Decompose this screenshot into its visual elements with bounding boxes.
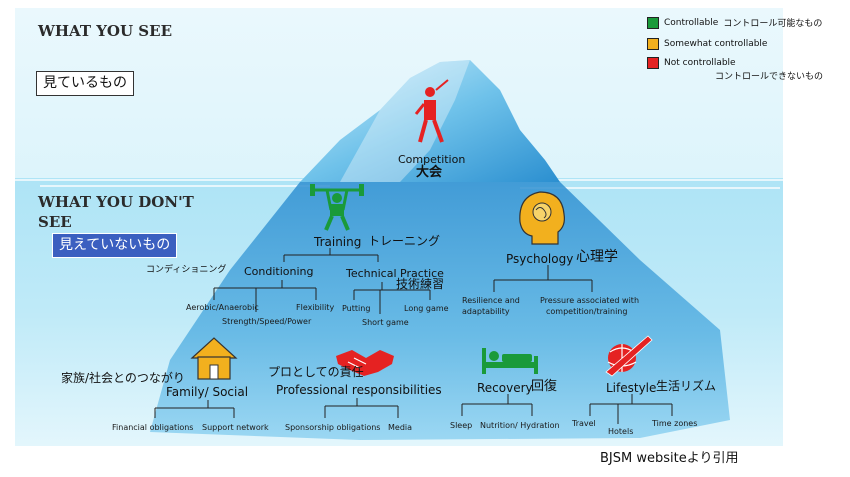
lifestyle-item-time-zones: Time zones bbox=[652, 419, 698, 428]
recovery-label: Recovery bbox=[477, 381, 533, 395]
conditioning-label: Conditioning bbox=[244, 265, 314, 278]
professional-item-sponsorship: Sponsorship obligations bbox=[285, 423, 381, 432]
conditioning-item-strength: Strength/Speed/Power bbox=[222, 317, 312, 326]
psychology-item-adaptability: adaptability bbox=[462, 307, 510, 316]
psychology-item-pressure: Pressure associated with bbox=[540, 296, 640, 305]
psychology-item-competition-training: competition/training bbox=[546, 307, 628, 316]
recovery-jp: 回復 bbox=[531, 379, 558, 394]
legend-somewhat-label: Somewhat controllable bbox=[664, 39, 768, 49]
training-jp: トレーニング bbox=[368, 234, 441, 248]
what-you-see-heading: WHAT YOU SEE bbox=[38, 22, 172, 40]
lifestyle-label: Lifestyle bbox=[606, 381, 657, 395]
recovery-item-nutrition: Nutrition/ Hydration bbox=[480, 421, 560, 430]
technical-label: Technical Practice bbox=[346, 267, 444, 280]
technical-item-putting: Putting bbox=[342, 304, 371, 313]
conditioning-jp: コンディショニング bbox=[146, 265, 227, 275]
golfer-icon bbox=[414, 79, 449, 143]
handshake-icon bbox=[336, 350, 394, 376]
lifestyle-item-travel: Travel bbox=[572, 419, 596, 428]
what-you-dont-see-heading: WHAT YOU DON'T SEE bbox=[38, 193, 194, 231]
green-swatch bbox=[647, 16, 659, 29]
recovery-item-sleep: Sleep bbox=[450, 421, 473, 430]
legend-controllable: Controllable コントロール可能なもの bbox=[647, 16, 822, 29]
red-swatch bbox=[647, 57, 659, 69]
psychology-item-resilience: Resilience and bbox=[462, 296, 520, 305]
source-citation: BJSM websiteより引用 bbox=[600, 451, 739, 466]
family-label: Family/ Social bbox=[166, 385, 249, 399]
legend-controllable-jp: コントロール可能なもの bbox=[723, 19, 823, 29]
what-you-dont-see-jp-box: 見えていないもの bbox=[52, 233, 178, 258]
technical-item-long-game: Long game bbox=[404, 304, 449, 313]
psychology-label: Psychology bbox=[506, 252, 574, 266]
lifestyle-item-hotels: Hotels bbox=[608, 427, 634, 436]
conditioning-item-aerobic: Aerobic/Anaerobic bbox=[186, 303, 259, 312]
family-item-support: Support network bbox=[202, 423, 269, 432]
legend-somewhat: Somewhat controllable bbox=[647, 38, 767, 50]
professional-item-media: Media bbox=[388, 423, 413, 432]
brain-head-icon bbox=[519, 191, 565, 245]
weightlifter-icon bbox=[310, 184, 364, 231]
house-icon bbox=[190, 337, 238, 380]
legend-not-controllable-label: Not controllable bbox=[664, 58, 736, 68]
family-item-financial: Financial obligations bbox=[112, 423, 194, 432]
family-jp: 家族/社会とのつながり bbox=[61, 371, 185, 385]
psychology-jp: 心理学 bbox=[576, 249, 618, 265]
professional-jp: プロとしての責任 bbox=[268, 365, 364, 379]
professional-label: Professional responsibilities bbox=[276, 383, 442, 397]
globe-plane-icon bbox=[605, 335, 653, 377]
yellow-swatch bbox=[647, 38, 659, 50]
bed-icon bbox=[482, 348, 538, 374]
legend-not-controllable: Not controllable bbox=[647, 57, 736, 69]
what-you-see-jp-box: 見ているもの bbox=[36, 71, 134, 96]
legend-not-controllable-jp: コントロールできないもの bbox=[715, 72, 824, 82]
competition-label: Competition bbox=[398, 153, 466, 166]
conditioning-item-flexibility: Flexibility bbox=[296, 303, 335, 312]
competition-jp: 大会 bbox=[416, 165, 443, 180]
legend-controllable-label: Controllable bbox=[664, 17, 719, 28]
technical-item-short-game: Short game bbox=[362, 318, 409, 327]
lifestyle-jp: 生活リズム bbox=[656, 379, 717, 393]
training-label: Training bbox=[314, 235, 362, 249]
technical-jp: 技術練習 bbox=[396, 277, 445, 291]
